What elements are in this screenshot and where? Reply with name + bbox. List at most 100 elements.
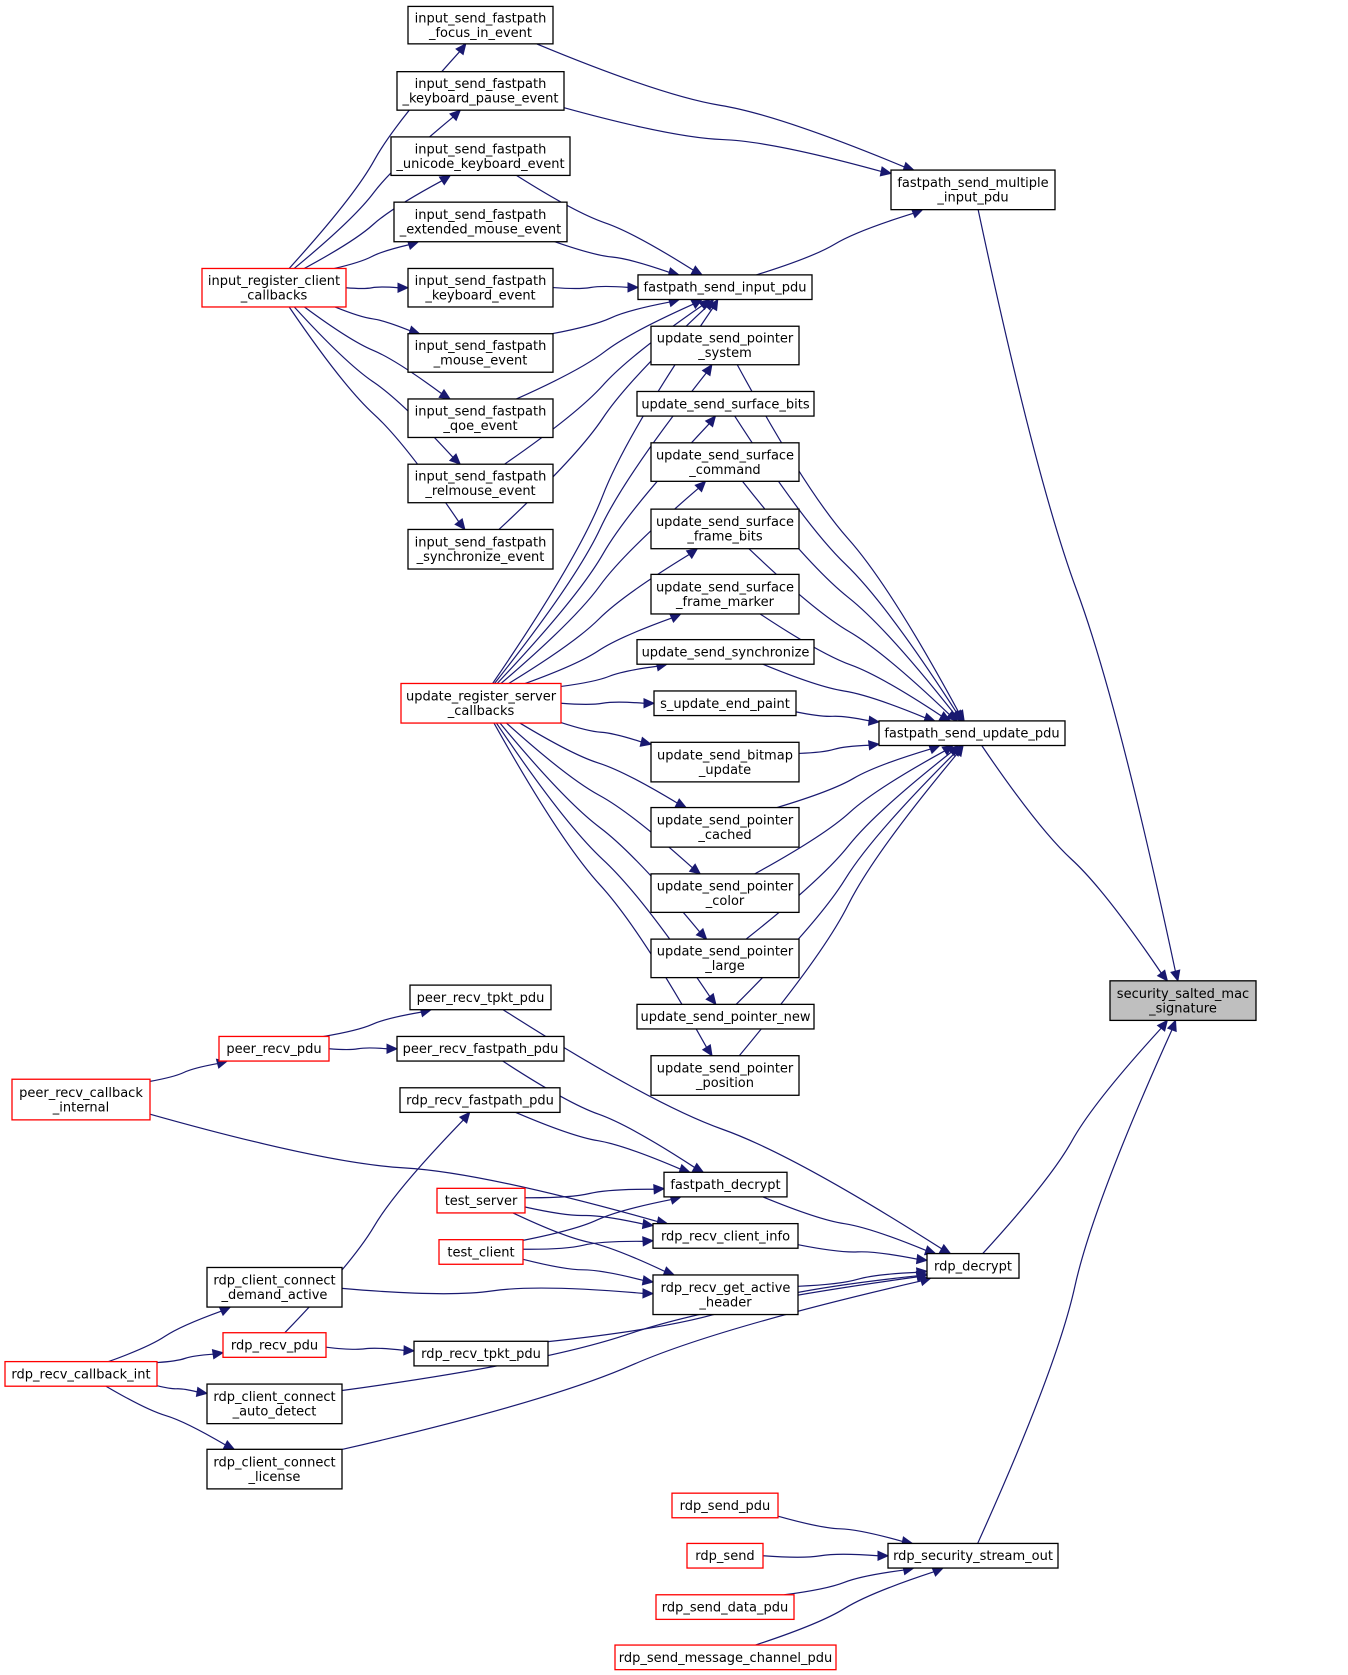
- node-ptr_position[interactable]: update_send_pointer_position: [650, 1055, 800, 1096]
- node-label: rdp_send: [695, 1549, 754, 1564]
- node-keyboard_pause[interactable]: input_send_fastpath_keyboard_pause_event: [396, 71, 565, 111]
- node-box: [206, 1448, 343, 1490]
- edge-update_register-to-send_synchronize: [560, 661, 669, 688]
- node-unicode_keyboard[interactable]: input_send_fastpath_unicode_keyboard_eve…: [390, 136, 571, 177]
- node-label: update_register_server: [406, 690, 557, 705]
- node-send_synchronize[interactable]: update_send_synchronize: [636, 638, 815, 665]
- node-ptr_large[interactable]: update_send_pointer_large: [650, 938, 800, 979]
- node-box: [650, 806, 800, 848]
- node-send_data_pdu[interactable]: rdp_send_data_pdu: [655, 1594, 795, 1621]
- edge-input_register-to-keyboard_pause: [293, 109, 462, 269]
- node-box: [650, 573, 800, 615]
- edge-update_register-to-fastpath_input: [492, 298, 719, 684]
- node-qoe_event[interactable]: input_send_fastpath_qoe_event: [407, 398, 554, 439]
- node-box: [887, 1542, 1059, 1569]
- node-label: test_server: [445, 1194, 518, 1209]
- node-fastpath_multiple[interactable]: fastpath_send_multiple_input_pdu: [890, 169, 1056, 211]
- node-box: [650, 741, 800, 783]
- edge-input_register-to-mouse_event: [334, 306, 421, 336]
- node-box: [399, 1087, 561, 1114]
- node-license[interactable]: rdp_client_connect_license: [206, 1448, 343, 1490]
- node-peer_pdu[interactable]: peer_recv_pdu: [218, 1035, 330, 1062]
- edge-ptr_cached-to-fastpath_update: [776, 744, 941, 809]
- node-message_channel[interactable]: rdp_send_message_channel_pdu: [614, 1644, 837, 1671]
- node-ptr_cached[interactable]: update_send_pointer_cached: [650, 806, 800, 848]
- node-rdp_send[interactable]: rdp_send: [686, 1542, 764, 1569]
- node-fastpath_decrypt[interactable]: fastpath_decrypt: [663, 1171, 788, 1198]
- edge-auto_detect-to-rdp_decrypt: [341, 1271, 929, 1392]
- node-label: _auto_detect: [232, 1405, 317, 1420]
- node-label: _unicode_keyboard_event: [395, 157, 564, 172]
- node-label: fastpath_send_update_pdu: [884, 727, 1059, 742]
- node-box: [407, 528, 554, 570]
- node-peer_tpkt[interactable]: peer_recv_tpkt_pdu: [409, 984, 552, 1011]
- node-input_register[interactable]: input_register_client_callbacks: [201, 267, 347, 308]
- edge-test_client-to-client_info: [522, 1236, 655, 1250]
- node-box: [407, 5, 554, 45]
- node-label: update_send_pointer: [657, 879, 794, 894]
- node-box: [393, 201, 568, 243]
- node-fastpath_input[interactable]: fastpath_send_input_pdu: [637, 274, 813, 301]
- node-get_active_header[interactable]: rdp_recv_get_active_header: [652, 1274, 799, 1316]
- node-peer_fastpath[interactable]: peer_recv_fastpath_pdu: [396, 1035, 565, 1062]
- node-label: rdp_client_connect: [213, 1390, 335, 1405]
- node-rdp_fastpath[interactable]: rdp_recv_fastpath_pdu: [399, 1087, 561, 1114]
- node-box: [652, 1222, 799, 1249]
- edge-fastpath_multiple-to-security_salted: [977, 209, 1181, 983]
- node-mouse_event[interactable]: input_send_fastpath_mouse_event: [407, 333, 554, 373]
- node-relmouse_event[interactable]: input_send_fastpath_relmouse_event: [407, 463, 554, 504]
- node-test_server[interactable]: test_server: [436, 1187, 526, 1214]
- node-keyboard_event[interactable]: input_send_fastpath_keyboard_event: [407, 267, 554, 308]
- node-label: input_send_fastpath: [415, 404, 547, 419]
- node-box: [650, 1055, 800, 1096]
- edge-end_paint-to-fastpath_update: [795, 711, 881, 726]
- edge-keyboard_pause-to-fastpath_multiple: [563, 107, 893, 177]
- node-rdp_recv_pdu[interactable]: rdp_recv_pdu: [222, 1332, 327, 1358]
- node-box: [1109, 980, 1257, 1022]
- node-fastpath_update[interactable]: fastpath_send_update_pdu: [878, 720, 1066, 747]
- node-box: [655, 1594, 795, 1621]
- node-rdp_tpkt[interactable]: rdp_recv_tpkt_pdu: [413, 1340, 549, 1367]
- node-send_pdu[interactable]: rdp_send_pdu: [671, 1492, 779, 1519]
- edge-relmouse_event-to-fastpath_input: [504, 298, 711, 465]
- node-rdp_callback[interactable]: rdp_recv_callback_int: [4, 1360, 158, 1387]
- node-surface_frame_bits[interactable]: update_send_surface_frame_bits: [650, 508, 800, 550]
- node-bitmap_update[interactable]: update_send_bitmap_update: [650, 741, 800, 783]
- node-peer_callback[interactable]: peer_recv_callback_internal: [11, 1078, 151, 1121]
- node-ptr_new[interactable]: update_send_pointer_new: [636, 1003, 815, 1030]
- node-surface_command[interactable]: update_send_surface_command: [650, 442, 800, 482]
- node-stream_out[interactable]: rdp_security_stream_out: [887, 1542, 1059, 1569]
- node-box: [686, 1542, 764, 1569]
- node-label: _internal: [52, 1100, 109, 1115]
- node-ptr_system[interactable]: update_send_pointer_system: [650, 325, 800, 366]
- node-test_client[interactable]: test_client: [438, 1239, 524, 1265]
- node-box: [650, 938, 800, 979]
- node-label: rdp_recv_get_active: [661, 1281, 791, 1296]
- node-ptr_color[interactable]: update_send_pointer_color: [650, 873, 800, 914]
- node-surface_frame_marker[interactable]: update_send_surface_frame_marker: [650, 573, 800, 615]
- node-label: input_send_fastpath: [415, 142, 547, 157]
- edge-test_server-to-fastpath_decrypt: [524, 1184, 666, 1199]
- node-label: _relmouse_event: [424, 484, 535, 499]
- node-box: [4, 1360, 158, 1387]
- node-label: _qoe_event: [442, 419, 517, 434]
- edge-rdp_callback-to-auto_detect: [156, 1385, 209, 1398]
- node-box: [671, 1492, 779, 1519]
- edge-update_register-to-bitmap_update: [560, 721, 653, 747]
- node-end_paint[interactable]: s_update_end_paint: [653, 690, 797, 717]
- node-focus_in[interactable]: input_send_fastpath_focus_in_event: [407, 5, 554, 45]
- node-client_info[interactable]: rdp_recv_client_info: [652, 1222, 799, 1249]
- node-label: update_send_surface: [656, 448, 794, 463]
- node-box: [890, 169, 1056, 211]
- node-update_register[interactable]: update_register_server_callbacks: [400, 682, 562, 724]
- node-synchronize_event[interactable]: input_send_fastpath_synchronize_event: [407, 528, 554, 570]
- node-extended_mouse[interactable]: input_send_fastpath_extended_mouse_event: [393, 201, 568, 243]
- edge-input_register-to-relmouse_event: [293, 306, 462, 466]
- node-surface_bits[interactable]: update_send_surface_bits: [636, 390, 815, 417]
- node-auto_detect[interactable]: rdp_client_connect_auto_detect: [206, 1383, 343, 1425]
- node-demand_active[interactable]: rdp_client_connect_demand_active: [206, 1266, 343, 1308]
- node-security_salted[interactable]: security_salted_mac_signature: [1109, 980, 1257, 1022]
- node-label: rdp_recv_fastpath_pdu: [406, 1094, 554, 1109]
- edge-send_pdu-to-stream_out: [777, 1515, 914, 1547]
- node-rdp_decrypt[interactable]: rdp_decrypt: [926, 1252, 1020, 1279]
